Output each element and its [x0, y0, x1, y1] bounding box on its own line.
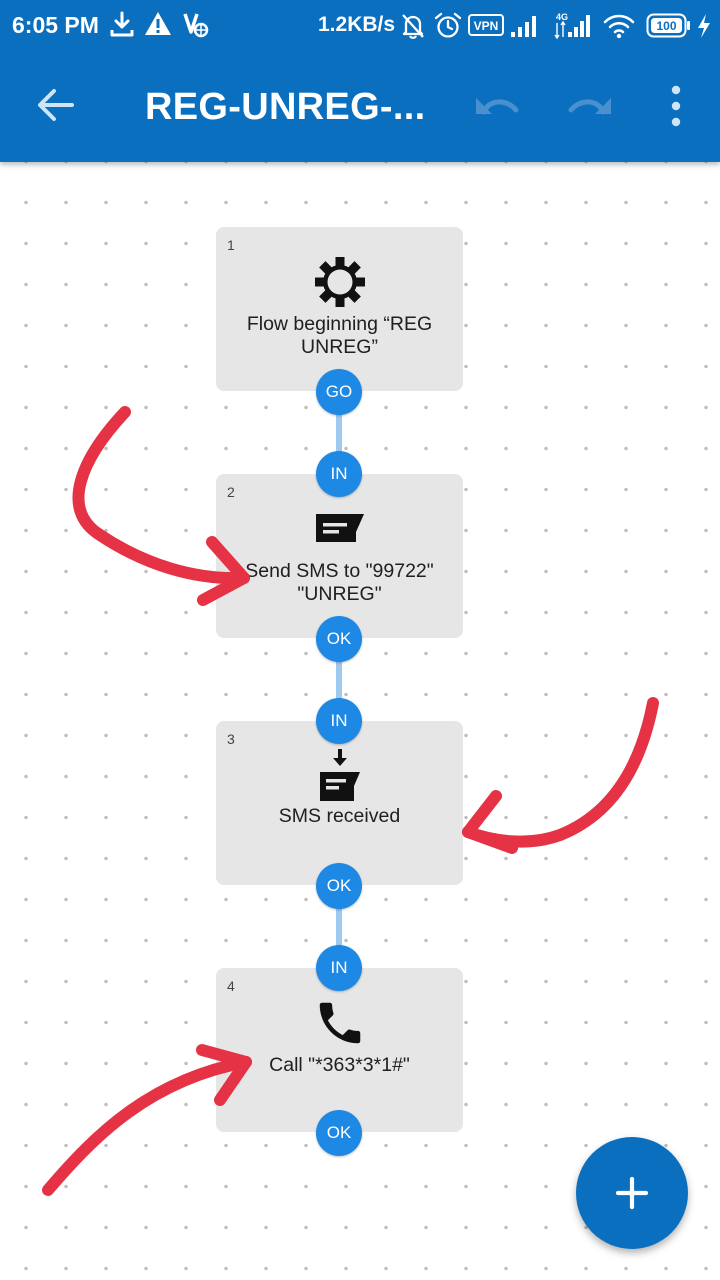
- block-icon-wrap: [216, 255, 463, 309]
- port-in[interactable]: IN: [316, 698, 362, 744]
- block-number: 1: [227, 237, 235, 253]
- port-in[interactable]: IN: [316, 945, 362, 991]
- port-in[interactable]: IN: [316, 451, 362, 497]
- flow-block-call[interactable]: 4 Call "*363*3*1#": [216, 968, 463, 1132]
- more-vert-icon: [671, 85, 681, 127]
- redo-icon: [568, 98, 611, 115]
- more-options-button[interactable]: [660, 80, 692, 132]
- port-ok[interactable]: OK: [316, 863, 362, 909]
- status-right-icons: VPN 4G 100: [400, 8, 715, 44]
- block-icon-wrap: [216, 996, 463, 1050]
- block-label: Call "*363*3*1#": [269, 1054, 410, 1076]
- flow-canvas[interactable]: 1 Flow beginning “REG UNREG” GO IN: [0, 162, 720, 1280]
- undo-button[interactable]: [470, 82, 522, 130]
- block-number: 3: [227, 731, 235, 747]
- block-number: 4: [227, 978, 235, 994]
- block-label: SMS received: [278, 805, 401, 827]
- back-arrow-icon: [38, 89, 74, 121]
- page-title: REG-UNREG-...: [145, 86, 426, 128]
- status-bar: 6:05 PM 1.2KB/s VPN: [0, 0, 720, 52]
- warning-icon: [145, 12, 171, 35]
- port-ok[interactable]: OK: [316, 1110, 362, 1156]
- vpn-icon: VPN: [468, 14, 504, 36]
- app-bar: REG-UNREG-...: [0, 52, 720, 162]
- block-number: 2: [227, 484, 235, 500]
- svg-text:4G: 4G: [556, 12, 568, 22]
- plus-icon: [615, 1176, 649, 1210]
- app-icon: [183, 13, 209, 38]
- network-speed: 1.2KB/s: [318, 13, 396, 36]
- signal-4g-icon: 4G: [554, 12, 590, 40]
- block-label: Flow beginning “REG UNREG”: [246, 313, 433, 358]
- connector-1-2: [336, 392, 342, 474]
- undo-icon: [476, 98, 519, 115]
- wifi-icon: [603, 14, 635, 39]
- back-button[interactable]: [28, 77, 84, 133]
- charging-icon: [698, 14, 710, 38]
- redo-button[interactable]: [565, 82, 617, 130]
- port-go[interactable]: GO: [316, 369, 362, 415]
- block-icon-wrap: [216, 502, 463, 556]
- phone-icon: [319, 1002, 360, 1044]
- send-sms-icon: [315, 514, 364, 542]
- alarm-icon: [434, 12, 462, 38]
- status-time: 6:05 PM: [12, 12, 99, 38]
- flow-block-sms-received[interactable]: 3 SMS received: [216, 721, 463, 885]
- svg-text:100: 100: [656, 19, 676, 33]
- sms-received-icon: [319, 749, 360, 801]
- block-icon-wrap: [216, 749, 463, 803]
- gear-icon: [314, 257, 365, 307]
- flow-block-beginning[interactable]: 1 Flow beginning “REG UNREG”: [216, 227, 463, 391]
- download-icon: [110, 11, 134, 37]
- svg-text:VPN: VPN: [474, 19, 499, 33]
- battery-icon: 100: [646, 13, 690, 38]
- add-block-button[interactable]: [576, 1137, 688, 1249]
- connector-2-3: [336, 639, 342, 721]
- mute-icon: [402, 14, 424, 39]
- block-label: Send SMS to "99722" "UNREG": [245, 560, 434, 605]
- status-left-icons: [108, 10, 209, 42]
- connector-3-4: [336, 886, 342, 968]
- signal-icon: [511, 16, 536, 37]
- flow-block-send-sms[interactable]: 2 Send SMS to "99722" "UNREG": [216, 474, 463, 638]
- port-ok[interactable]: OK: [316, 616, 362, 662]
